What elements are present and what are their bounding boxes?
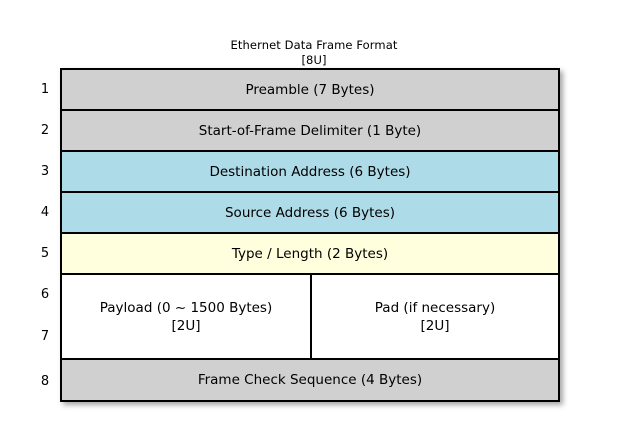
page-subtitle: [8U] [301,53,327,67]
frame-field-preamble: Preamble (7 Bytes) [62,70,558,111]
diagram-title-block: Ethernet Data Frame Format [8U] [0,38,628,68]
row-number-6: 6 [40,287,50,302]
frame-field-start-of-frame-delimiter-label: Start-of-Frame Delimiter (1 Byte) [198,122,422,139]
frame-field-start-of-frame-delimiter: Start-of-Frame Delimiter (1 Byte) [62,111,558,152]
frame-field-source-address-label: Source Address (6 Bytes) [224,204,395,221]
frame-field-pad-sublabel: [2U] [420,317,450,334]
frame-field-destination-address: Destination Address (6 Bytes) [62,152,558,193]
ethernet-frame-diagram: Preamble (7 Bytes) Start-of-Frame Delimi… [60,68,560,402]
frame-field-payload-label: Payload (0 ~ 1500 Bytes) [99,299,273,316]
frame-field-destination-address-label: Destination Address (6 Bytes) [209,163,411,180]
row-number-1: 1 [40,82,50,97]
frame-field-pad: Pad (if necessary) [2U] [312,275,558,358]
frame-field-pad-label: Pad (if necessary) [374,299,496,316]
row-number-3: 3 [40,164,50,179]
frame-field-frame-check-sequence-label: Frame Check Sequence (4 Bytes) [197,372,423,388]
row-number-4: 4 [40,205,50,220]
row-number-5: 5 [40,246,50,261]
frame-field-preamble-label: Preamble (7 Bytes) [245,81,375,98]
row-number-2: 2 [40,123,50,138]
page-title: Ethernet Data Frame Format [230,38,398,52]
row-number-gutter: 1 2 3 4 5 6 7 8 [32,68,58,402]
frame-field-type-length-label: Type / Length (2 Bytes) [231,245,389,262]
frame-field-payload-and-pad: Payload (0 ~ 1500 Bytes) [2U] Pad (if ne… [62,275,558,360]
frame-field-type-length: Type / Length (2 Bytes) [62,234,558,275]
row-number-7: 7 [40,329,50,344]
frame-field-payload: Payload (0 ~ 1500 Bytes) [2U] [62,275,312,358]
frame-field-source-address: Source Address (6 Bytes) [62,193,558,234]
row-number-8: 8 [40,374,50,389]
frame-field-payload-sublabel: [2U] [171,317,201,334]
frame-field-frame-check-sequence: Frame Check Sequence (4 Bytes) [62,360,558,400]
